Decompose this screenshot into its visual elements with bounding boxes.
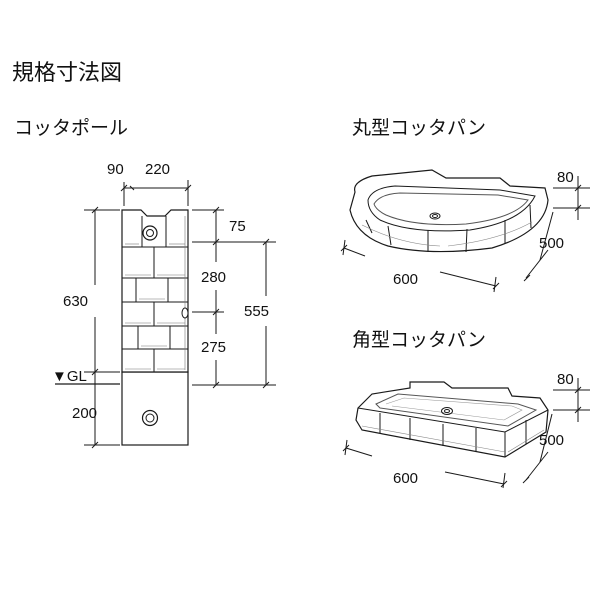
pole-figure xyxy=(121,209,189,446)
square-pan-figure xyxy=(355,381,549,458)
round-pan-figure xyxy=(349,169,549,253)
square-pan-dim-600: 600 xyxy=(393,470,419,487)
pole-title: コッタポール xyxy=(14,118,129,139)
pole-dimensions xyxy=(55,180,276,449)
square-pan-title: 角型コッタパン xyxy=(352,330,486,351)
pole-dim-275: 275 xyxy=(201,339,227,356)
round-pan-dim-600: 600 xyxy=(393,271,419,288)
pole-dim-220: 220 xyxy=(145,161,171,178)
round-pan-dimensions xyxy=(340,176,590,293)
round-pan-dim-500: 500 xyxy=(539,235,565,252)
square-pan-dimensions xyxy=(342,378,590,489)
pole-dim-90: 90 xyxy=(107,161,124,178)
pole-dim-280: 280 xyxy=(201,269,227,286)
pole-dim-555: 555 xyxy=(244,303,270,320)
square-pan-dim-80: 80 xyxy=(557,371,574,388)
round-pan-dim-80: 80 xyxy=(557,169,574,186)
pole-dim-75: 75 xyxy=(229,218,246,235)
ground-level-label: ▼GL xyxy=(52,368,87,385)
pole-dim-630: 630 xyxy=(63,293,89,310)
square-pan-dim-500: 500 xyxy=(539,432,565,449)
pole-dim-200: 200 xyxy=(72,405,98,422)
round-pan-title: 丸型コッタパン xyxy=(352,118,486,139)
page-title: 規格寸法図 xyxy=(12,60,123,85)
